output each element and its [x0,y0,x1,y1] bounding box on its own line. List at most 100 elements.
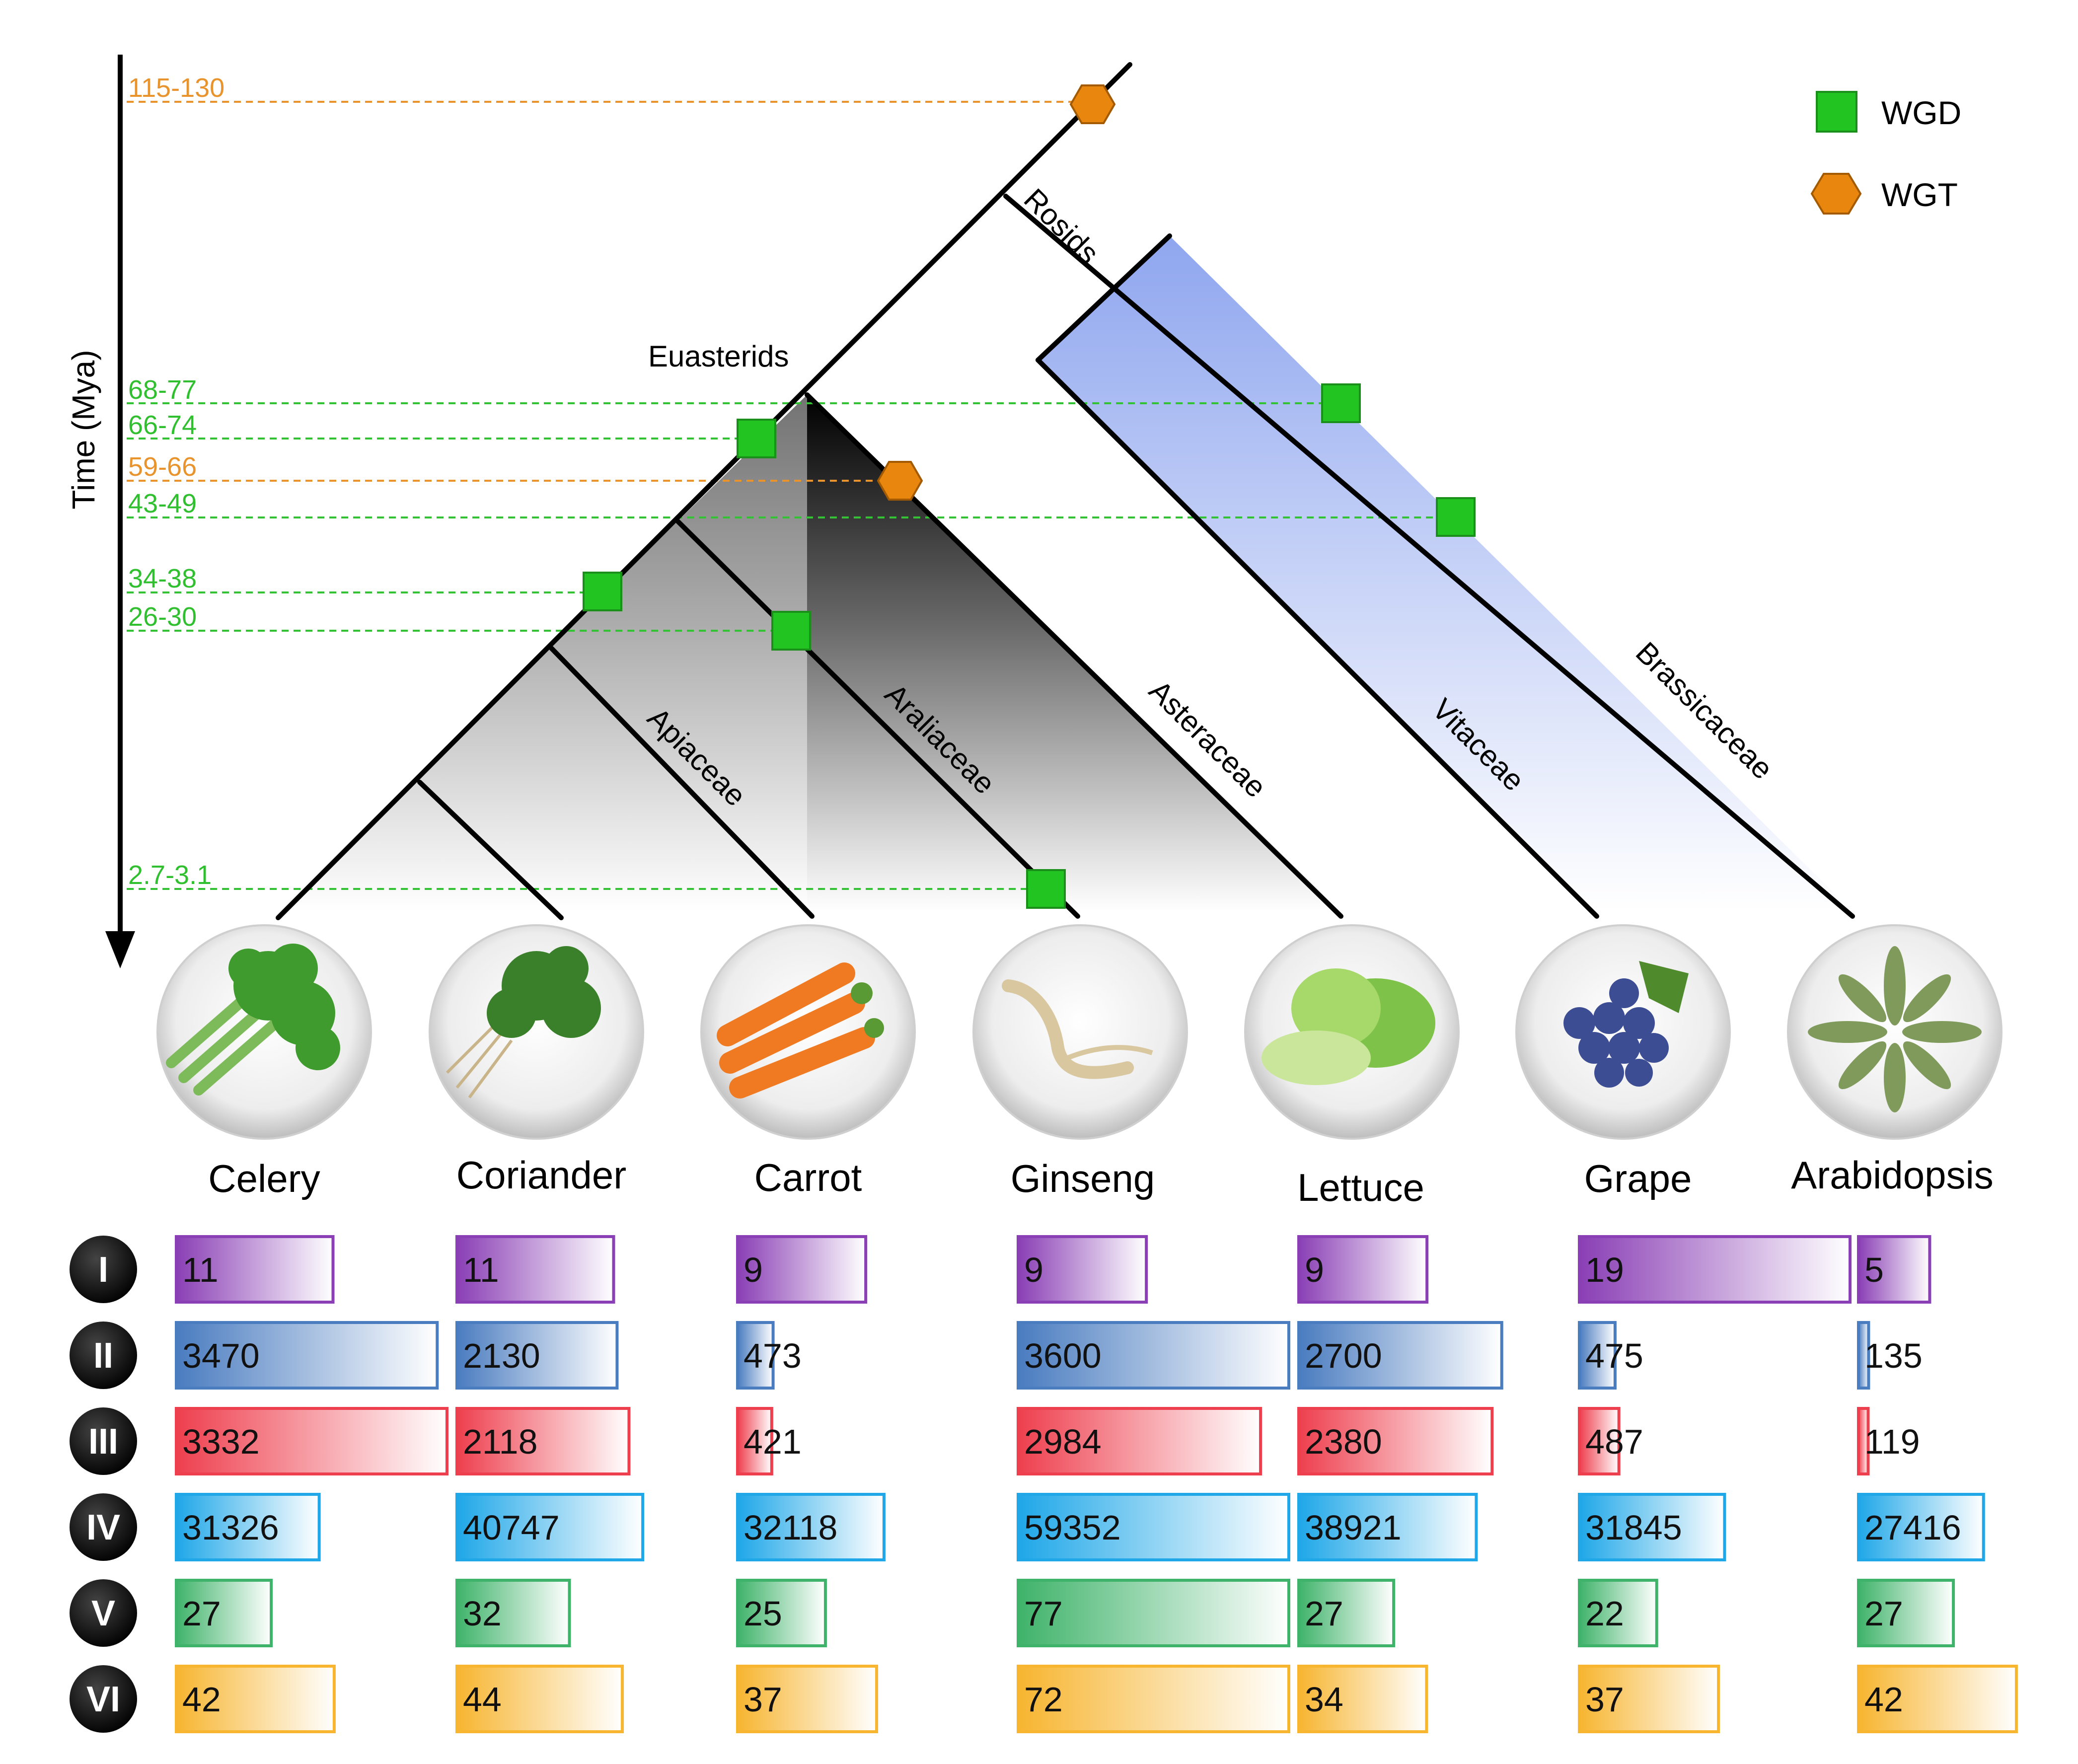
bar [1578,1665,1720,1733]
time-tick-labels: 115-130 68-77 66-74 59-66 43-49 34-38 26… [128,73,224,890]
bar-value-label: 32118 [743,1508,837,1547]
tick-label-2-7-3-1: 2.7-3.1 [128,860,212,890]
time-axis-arrowhead [105,931,135,968]
bar [1017,1407,1262,1475]
bar [1578,1493,1726,1561]
bar-value-label: 9 [1305,1250,1324,1289]
bar [736,1321,775,1390]
tree-branches [276,62,1855,920]
bar [736,1407,773,1475]
bar-value-label: 42 [182,1680,221,1719]
bar-value-label: 421 [743,1422,802,1461]
bar-value-label: 3332 [182,1422,260,1461]
category-badge [70,1493,137,1561]
category-badge-label: V [91,1594,115,1633]
species-row [156,924,2003,1140]
tick-label-26-30: 26-30 [128,602,197,632]
species-label-celery: Celery [208,1157,320,1200]
bar-value-label: 3600 [1024,1336,1102,1375]
bar [1017,1235,1148,1304]
bar [736,1579,827,1647]
bar-value-label: 2984 [1024,1422,1102,1461]
legend-wgd-icon [1816,91,1857,133]
bar-value-label: 27 [182,1594,221,1633]
species-label-arabidopsis: Arabidopsis [1791,1153,1994,1197]
bar-value-label: 5 [1864,1250,1884,1289]
bar [455,1407,631,1475]
bar [1578,1407,1621,1475]
bar [1297,1321,1503,1390]
bar-value-label: 2118 [463,1422,538,1461]
bar [175,1321,439,1390]
bar-value-label: 473 [743,1336,802,1375]
species-label-grape: Grape [1584,1157,1692,1200]
legend: WGD WGT [1810,91,1961,215]
bar-value-label: 77 [1024,1594,1063,1633]
bar-value-label: 119 [1864,1422,1920,1461]
bar [736,1665,879,1733]
category-badge [70,1665,137,1733]
tick-label-68-77: 68-77 [128,375,197,405]
species-label-ginseng: Ginseng [1011,1157,1155,1200]
bar-value-label: 32 [463,1594,502,1633]
bar-value-label: 2130 [463,1336,540,1375]
wgt-marker [1069,84,1116,124]
species-labels: Celery Coriander Carrot Ginseng Lettuce … [208,1153,1993,1209]
bar [1578,1321,1617,1390]
bar [175,1579,273,1647]
bar [1857,1407,1870,1475]
category-badge [70,1322,137,1389]
bar-value-label: 31326 [182,1508,279,1547]
bar-value-label: 25 [743,1594,782,1633]
wgd-marker [1321,383,1361,423]
ginseng-icon [972,924,1188,1140]
wgd-marker [771,611,811,651]
bar-value-label: 487 [1585,1422,1643,1461]
bar-value-label: 9 [1024,1250,1043,1289]
coriander-icon [429,924,644,1140]
bar-value-label: 44 [463,1680,502,1719]
bar [1297,1235,1429,1304]
legend-wgd-label: WGD [1881,94,1961,131]
bar [1857,1235,1931,1304]
grape-icon [1515,924,1731,1140]
legend-wgt-label: WGT [1881,176,1958,213]
lettuce-icon [1244,924,1460,1140]
bar-value-label: 72 [1024,1680,1063,1719]
celery-icon [156,924,372,1140]
time-axis [105,55,135,968]
bar [1578,1235,1852,1304]
bar [455,1579,571,1647]
bar-value-label: 11 [182,1250,219,1289]
bar [736,1235,868,1304]
bar [455,1493,645,1561]
species-label-carrot: Carrot [754,1156,862,1199]
category-badge-label: I [98,1250,108,1290]
bar [1857,1493,1985,1561]
bar-value-label: 34 [1305,1680,1343,1719]
bar [736,1493,886,1561]
time-guides [127,101,1460,890]
bar [455,1321,619,1390]
bar-value-label: 27 [1305,1594,1343,1633]
bar [1297,1407,1494,1475]
wgd-marker [737,419,776,458]
bar [1297,1579,1396,1647]
bar [175,1407,448,1475]
category-badge [70,1236,137,1303]
bar [1578,1579,1658,1647]
bar [1017,1493,1290,1561]
wgt-markers [877,84,1116,501]
category-badge-label: VI [86,1680,120,1719]
bar [175,1493,321,1561]
bar [1017,1579,1290,1647]
category-badge-label: II [93,1336,113,1376]
bar [1017,1665,1290,1733]
bar-value-label: 31845 [1585,1508,1682,1547]
species-label-coriander: Coriander [456,1153,627,1197]
category-badge [70,1407,137,1475]
category-badge [70,1579,137,1647]
bar-value-label: 38921 [1305,1508,1402,1547]
